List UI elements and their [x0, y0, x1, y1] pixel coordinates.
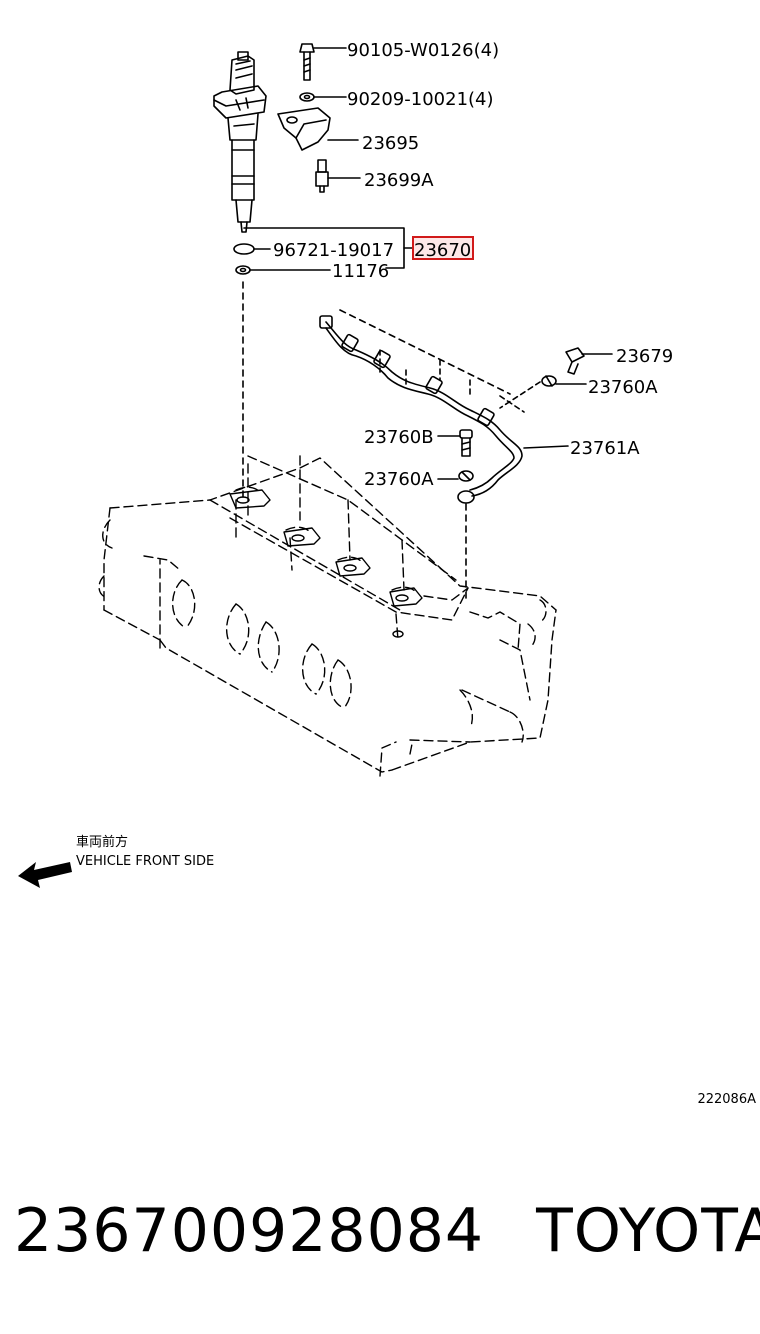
callout-hollow-screw[interactable]: 23679 — [616, 346, 673, 367]
injector-bracket-lines — [243, 227, 413, 269]
callout-union-bolt[interactable]: 23760B — [364, 427, 434, 448]
highlight-box — [412, 236, 474, 260]
leak-pipe-drawing — [319, 315, 569, 497]
direction-jp-label: 車両前方 — [76, 834, 128, 850]
callout-injector-assy[interactable]: 23670 — [414, 240, 471, 261]
footer: 236700928084 TOYOTA — [14, 1196, 760, 1266]
cylinder-head-drawing — [98, 455, 557, 777]
callout-washer[interactable]: 90209-10021(4) — [347, 89, 494, 110]
callout-leak-pipe[interactable]: 23761A — [570, 438, 640, 459]
arrow-left-icon — [18, 862, 72, 888]
union-bolt-drawing — [437, 429, 473, 457]
injector-drawing — [213, 51, 267, 233]
washer-drawing — [299, 92, 347, 102]
callout-bolt[interactable]: 90105-W0126(4) — [347, 40, 499, 61]
direction-en-label: VEHICLE FRONT SIDE — [76, 854, 214, 869]
seal-washer-drawing — [235, 265, 251, 275]
hollow-screw-drawing — [565, 347, 613, 375]
gasket-upper-drawing — [541, 375, 587, 387]
footer-brand: TOYOTA — [536, 1196, 760, 1266]
callout-union-bolt-top[interactable]: 23699A — [364, 170, 434, 191]
callout-clamp[interactable]: 23695 — [362, 133, 419, 154]
callout-gasket-upper[interactable]: 23760A — [588, 377, 658, 398]
callout-gasket-lower[interactable]: 23760A — [364, 469, 434, 490]
callout-seal-washer[interactable]: 11176 — [332, 261, 389, 282]
callout-o-ring[interactable]: 96721-19017 — [273, 240, 394, 261]
footer-part-number: 236700928084 — [14, 1196, 485, 1266]
clamp-drawing — [277, 107, 359, 151]
gasket-lower-drawing — [437, 470, 474, 482]
o-ring-drawing — [233, 243, 255, 255]
figure-code: 222086A — [697, 1092, 756, 1107]
sensor-drawing — [315, 159, 361, 193]
bolt-drawing — [299, 43, 347, 81]
